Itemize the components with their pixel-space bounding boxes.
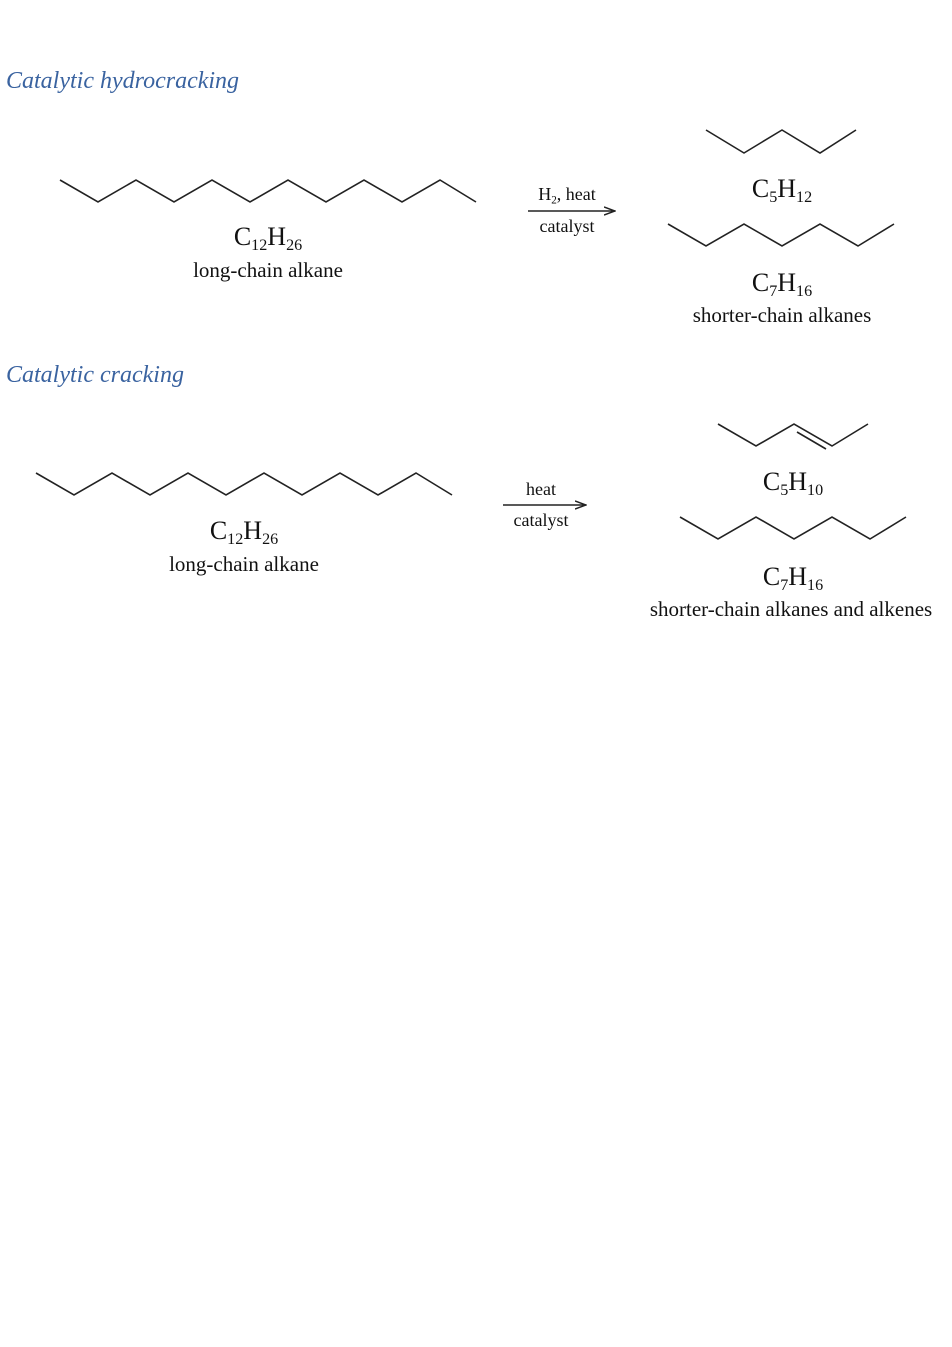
hydrocracking-product-c5-skeleton: [705, 129, 857, 154]
hydrocracking-condition-above: H2, heat: [538, 184, 596, 207]
cracking-reactant-c12-skeleton: [35, 472, 453, 496]
section-heading-hydrocracking: Catalytic hydrocracking: [6, 68, 240, 94]
cracking-product-c5-formula: C5H10: [762, 467, 824, 500]
cracking-product-double-bond-line: [796, 431, 827, 450]
cracking-product-c5-alkene-skeleton: [717, 423, 869, 447]
hydrocracking-reactant-label: long-chain alkane: [193, 258, 343, 282]
cracking-condition-above: heat: [526, 479, 556, 499]
section-heading-cracking: Catalytic cracking: [6, 362, 184, 388]
hydrocracking-condition-below: catalyst: [539, 216, 595, 236]
cracking-reactant-formula: C12H26: [209, 516, 279, 549]
hydrocracking-reactant-c12-skeleton: [59, 179, 477, 203]
hydrocracking-products-label: shorter-chain alkanes: [692, 303, 872, 327]
cracking-product-c7-formula: C7H16: [762, 562, 824, 595]
cracking-product-c7-skeleton: [679, 516, 907, 540]
hydrocracking-reactant-formula: C12H26: [233, 222, 303, 255]
hydrocracking-product-c5-formula: C5H12: [751, 174, 813, 207]
hydrocracking-product-c7-formula: C7H16: [751, 268, 813, 301]
cracking-condition-below: catalyst: [513, 510, 569, 530]
cracking-reactant-label: long-chain alkane: [169, 552, 319, 576]
hydrocracking-product-c7-skeleton: [667, 223, 895, 247]
cracking-products-label: shorter-chain alkanes and alkenes: [649, 597, 933, 621]
